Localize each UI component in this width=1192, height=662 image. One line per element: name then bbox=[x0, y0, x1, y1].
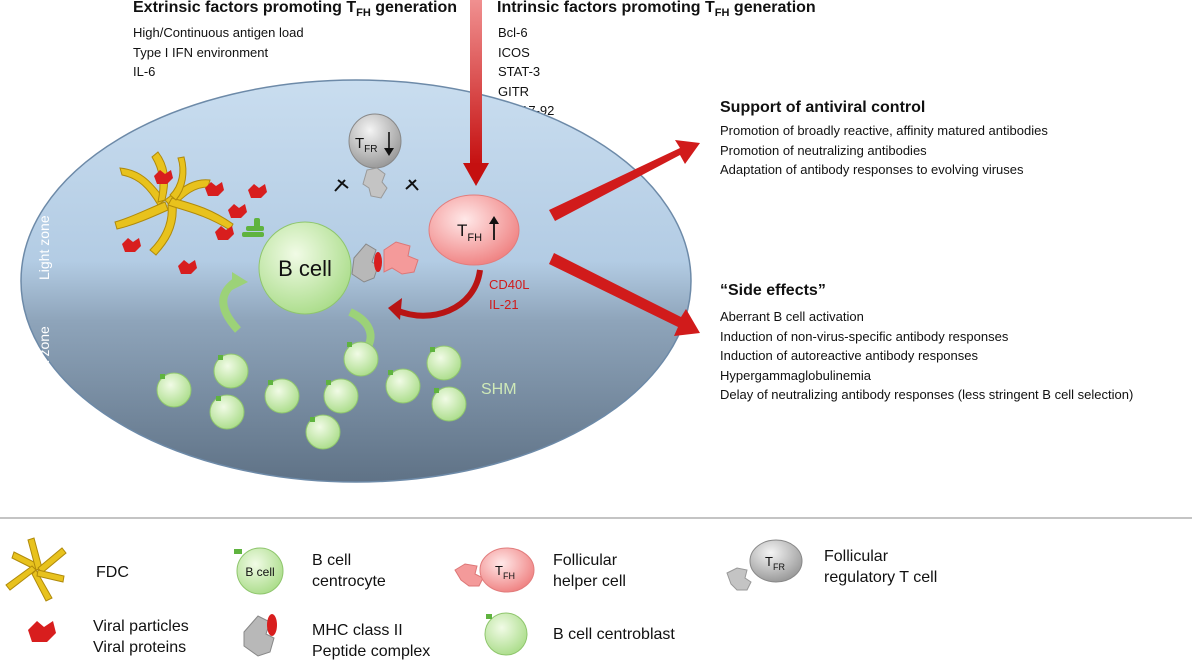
list-item: Hypergammaglobulinemia bbox=[720, 367, 872, 383]
extrinsic-title: Extrinsic factors promoting TFH generati… bbox=[133, 0, 458, 20]
list-item: Bcl-6 bbox=[498, 25, 528, 40]
list-item: High/Continuous antigen load bbox=[133, 25, 304, 40]
cd40l-label: CD40L bbox=[489, 277, 529, 292]
arrow-head bbox=[388, 298, 402, 320]
extrinsic-list: High/Continuous antigen load Type I IFN … bbox=[133, 23, 304, 82]
tfh-legend-icon bbox=[479, 547, 535, 593]
tfh-label: TFH bbox=[457, 221, 482, 244]
b-cell-label: B cell bbox=[278, 256, 332, 281]
list-item: Promotion of broadly reactive, affinity … bbox=[720, 123, 1048, 138]
legend-b-centrocyte: B cell centrocyte bbox=[312, 552, 386, 590]
list-item: ICOS bbox=[498, 44, 530, 60]
tcr-icon bbox=[383, 241, 419, 275]
virus-icon bbox=[178, 260, 197, 274]
inhibition-icon bbox=[334, 179, 419, 192]
legend-mhc: MHC class II Peptide complex bbox=[312, 622, 431, 660]
side-effects-arrow bbox=[549, 253, 700, 336]
il21-label: IL-21 bbox=[489, 297, 519, 312]
tfh-cell bbox=[428, 194, 520, 266]
virus-icon bbox=[154, 170, 173, 184]
centroblast-receptor-legend-icon bbox=[486, 614, 492, 619]
legend-viral: Viral particles Viral proteins bbox=[93, 618, 189, 656]
list-item: Type I IFN environment bbox=[133, 44, 269, 60]
mhc-legend-icon bbox=[243, 615, 275, 657]
centroblast bbox=[156, 372, 192, 408]
virus-icon bbox=[215, 226, 234, 240]
tfr-legend-label: TFR bbox=[765, 554, 785, 572]
arrow-head bbox=[232, 272, 248, 290]
centroblast bbox=[213, 353, 249, 389]
intrinsic-title: Intrinsic factors promoting TFH generati… bbox=[497, 0, 816, 20]
support-list: Promotion of broadly reactive, affinity … bbox=[720, 121, 1048, 180]
centroblasts bbox=[156, 341, 467, 450]
shm-label: SHM bbox=[481, 381, 517, 398]
side-effects-list: Aberrant B cell activation Induction of … bbox=[720, 307, 1133, 405]
viral-particles bbox=[122, 170, 267, 274]
centroblast bbox=[209, 394, 245, 430]
b-cell bbox=[258, 221, 352, 315]
bcr-legend-icon bbox=[234, 549, 242, 554]
list-item: STAT-3 bbox=[498, 64, 541, 79]
b-cell-receptor-icon bbox=[242, 218, 264, 237]
b-cell-legend-icon bbox=[236, 547, 284, 595]
legend-tfh: Follicular helper cell bbox=[553, 552, 626, 590]
list-item: Delay of neutralizing antibody responses… bbox=[720, 387, 1134, 402]
centroblast bbox=[426, 345, 462, 381]
virus-icon bbox=[122, 238, 141, 252]
tfh-to-bcell-arrow bbox=[394, 269, 483, 319]
centroblast bbox=[323, 378, 359, 414]
light-zone-label: Light zone bbox=[36, 215, 52, 280]
list-item: IL-6 bbox=[133, 64, 156, 79]
fdc-icon bbox=[114, 151, 234, 256]
list-item: Induction of non-virus-specific antibody… bbox=[720, 328, 1009, 344]
support-title: Support of antiviral control bbox=[720, 99, 926, 116]
tfr-label: TFR bbox=[355, 135, 378, 155]
virus-icon bbox=[228, 204, 247, 218]
tfr-receptor-icon bbox=[362, 167, 388, 199]
down-arrow-icon bbox=[384, 132, 394, 156]
tfh-receptor-legend-icon bbox=[454, 563, 484, 587]
support-arrow bbox=[549, 140, 700, 221]
tfr-receptor-legend-icon bbox=[726, 567, 752, 591]
centroblast bbox=[343, 341, 379, 377]
tfr-legend-icon bbox=[749, 539, 803, 583]
virus-legend-icon bbox=[28, 621, 56, 642]
centroblast-receptors bbox=[160, 342, 439, 422]
peptide-legend-icon bbox=[267, 614, 277, 636]
list-item: Aberrant B cell activation bbox=[720, 309, 864, 324]
list-item: Adaptation of antibody responses to evol… bbox=[720, 162, 1024, 177]
centroblast-legend-icon bbox=[484, 612, 528, 656]
side-effects-title: “Side effects” bbox=[720, 282, 826, 299]
intrinsic-arrow bbox=[463, 0, 489, 186]
virus-icon bbox=[248, 184, 267, 198]
legend-centroblast: B cell centroblast bbox=[553, 626, 675, 643]
centroblast bbox=[305, 414, 341, 450]
centroblast bbox=[385, 368, 421, 404]
legend-fdc: FDC bbox=[96, 564, 129, 581]
tfh-legend-label: TFH bbox=[495, 563, 515, 581]
mhc-class-ii-icon bbox=[351, 243, 382, 283]
centroblast bbox=[431, 386, 467, 422]
list-item: Promotion of neutralizing antibodies bbox=[720, 142, 927, 158]
centroblast bbox=[264, 378, 300, 414]
dark-zone-label: Dark zone bbox=[36, 326, 52, 390]
list-item: Induction of autoreactive antibody respo… bbox=[720, 348, 979, 363]
virus-icon bbox=[205, 182, 224, 196]
fdc-legend-icon bbox=[5, 537, 67, 602]
up-arrow-icon bbox=[489, 216, 499, 240]
list-item: GITR bbox=[498, 83, 530, 99]
b-cell-legend-icon-label: B cell bbox=[245, 565, 274, 579]
legend-tfr: Follicular regulatory T cell bbox=[824, 548, 938, 586]
